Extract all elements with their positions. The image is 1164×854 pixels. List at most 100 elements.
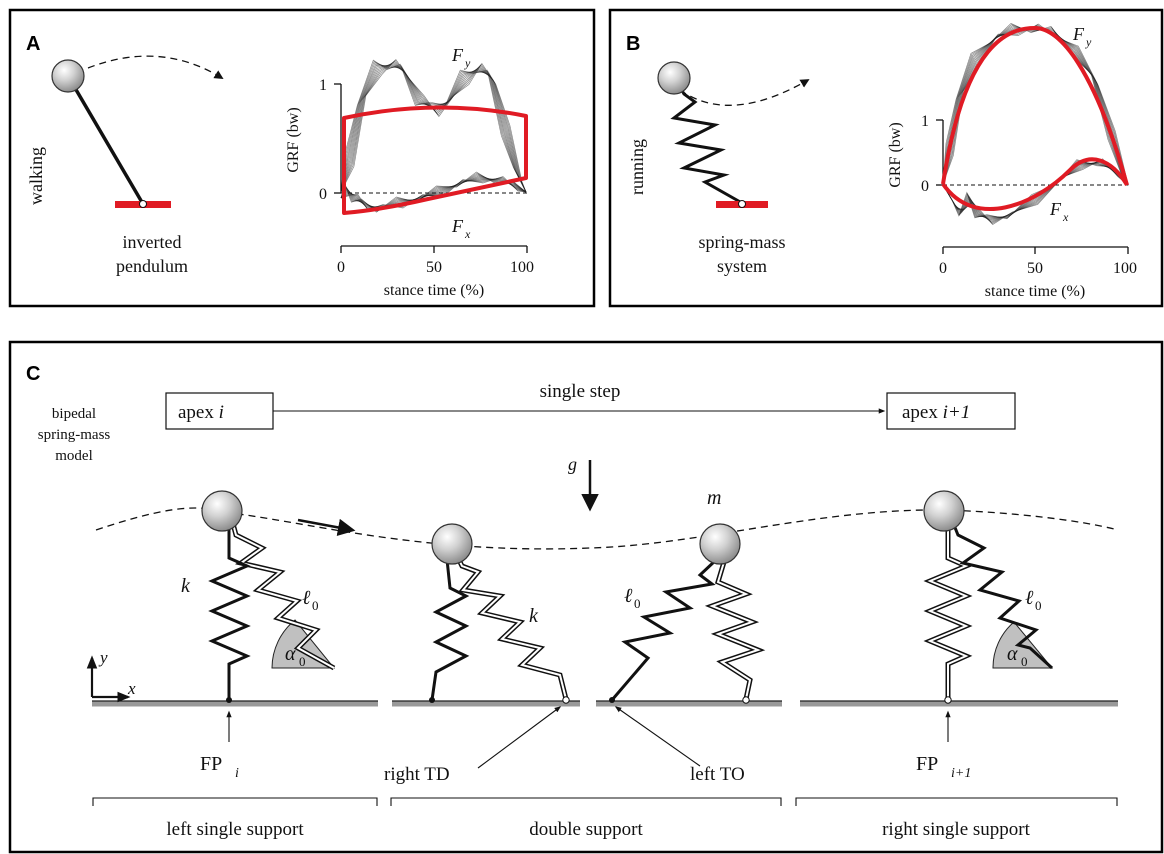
panel-b-x-axis-label: stance time (%)	[985, 283, 1085, 300]
bracket-left-single	[92, 797, 378, 806]
alpha-sub-4: 0	[1021, 654, 1028, 669]
trace-a-foreaft	[340, 177, 527, 209]
right-td-label: right TD	[384, 764, 450, 785]
trailing-leg-2	[430, 549, 470, 701]
phase-touchdown-figure: k right TD	[384, 523, 570, 785]
panel-b-fx-label: F	[1049, 199, 1062, 219]
pendulum-trajectory-arrow	[87, 55, 224, 79]
foot-point-3b	[742, 696, 750, 704]
trace-b-vertical	[942, 24, 1129, 186]
apex-start-label: apex i	[178, 402, 224, 423]
trace-b-foreaft	[942, 161, 1129, 222]
td-leg-inner	[451, 545, 567, 700]
stance-leg-inner-4	[927, 520, 969, 699]
fp-end-sub: i+1	[951, 766, 971, 781]
apex-end-box	[886, 392, 1016, 430]
apex-end-label: apex i+1	[902, 402, 970, 423]
trace-b-foreaft	[942, 161, 1129, 218]
panel-b-fx-sub: x	[1062, 210, 1069, 224]
foot-point-4	[944, 696, 952, 704]
left-to-label: left TO	[690, 764, 745, 785]
rest-length-label-1: ℓ	[302, 587, 311, 609]
panel-a-y-ticklabel-0: 0	[319, 186, 327, 203]
apex-start-box	[165, 392, 274, 430]
panel-b-y-ticklabel-1: 1	[921, 113, 929, 130]
panel-c-letter: C	[26, 363, 40, 385]
panel-a-frame	[8, 8, 596, 308]
springmass-spring-leg	[670, 79, 743, 205]
panel-b-fy-sub: y	[1085, 35, 1092, 49]
single-step-label: single step	[540, 381, 621, 402]
panel-a-fx-label: F	[451, 216, 464, 236]
trace-b-foreaft	[942, 160, 1129, 223]
mass-ball-4	[923, 490, 965, 532]
trace-a-vertical	[340, 59, 527, 193]
trace-b-foreaft	[942, 160, 1129, 219]
rest-length-sub-3: 0	[634, 596, 641, 611]
mass-ball-1	[201, 490, 243, 532]
x-axis-symbol: x	[127, 679, 136, 698]
ground	[92, 700, 1118, 707]
pendulum-mass	[51, 59, 85, 93]
panel-a-x-ticklabel-100: 100	[510, 259, 534, 276]
trace-b-foreaft	[942, 161, 1129, 218]
phase-brackets: left single support double support right…	[92, 797, 1118, 840]
springmass-trajectory-arrow	[679, 79, 810, 106]
panel-a-y-ticklabel-1: 1	[319, 77, 327, 94]
trace-b-foreaft	[942, 159, 1129, 224]
panel-b-fy-label: F	[1072, 24, 1085, 44]
trace-a-foreaft	[340, 178, 527, 208]
alpha-label-1: α	[285, 643, 296, 665]
trace-b-vertical	[942, 23, 1129, 186]
trace-b-vertical	[942, 22, 1129, 186]
pendulum-pivot	[139, 200, 147, 208]
panel-b-y-axis-label: GRF (bw)	[887, 122, 904, 187]
leading-leg-3	[610, 558, 718, 701]
trace-b-foreaft	[942, 159, 1129, 225]
panel-a-x-ticklabel-0: 0	[337, 259, 345, 276]
phase-takeoff-figure: m ℓ 0 left TO	[609, 487, 766, 785]
panel-a-x-axis-label: stance time (%)	[384, 282, 484, 299]
panel-b-x-ticklabel-0: 0	[939, 260, 947, 277]
springmass-pivot	[738, 200, 746, 208]
panel-a: A walking inverted pendulum 1 0 GRF (bw)…	[8, 8, 596, 308]
mass-ball-2	[431, 523, 473, 565]
stiffness-label-2: k	[529, 605, 539, 627]
swing-leg-inner-1	[231, 519, 335, 669]
left-to-arrow	[614, 706, 701, 767]
trace-a-vertical	[340, 61, 527, 193]
phase-right-single-label: right single support	[882, 819, 1030, 840]
panel-c-model-line3: model	[55, 448, 93, 464]
panel-b-gait-label: running	[627, 139, 647, 195]
phase-left-single-support-figure: α 0 k ℓ 0 FP i	[181, 490, 336, 781]
bracket-double	[390, 797, 782, 806]
panel-c-frame	[8, 340, 1164, 854]
trace-b-vertical	[942, 26, 1129, 186]
panel-c: C bipedal spring-mass model apex i apex …	[8, 340, 1164, 854]
panel-a-fy-sub: y	[464, 56, 471, 70]
apex-start-text: apex	[178, 402, 219, 423]
panel-a-fy-label: F	[451, 45, 464, 65]
panel-a-measured-traces	[340, 58, 527, 213]
panel-b-frame	[608, 8, 1164, 308]
panel-b-model-fy-curve	[941, 26, 1129, 186]
swing-leg-4	[950, 519, 1054, 670]
panel-a-y-axis-label: GRF (bw)	[285, 107, 302, 172]
foot-point-1	[226, 697, 232, 703]
panel-b: B running spring-mass system 1 0 GRF (bw…	[608, 8, 1164, 308]
fp-start-label: FP	[200, 753, 222, 775]
right-td-arrow	[477, 706, 562, 769]
panel-a-fx-sub: x	[464, 227, 471, 241]
rest-length-sub-4: 0	[1035, 598, 1042, 613]
springmass-mass	[657, 61, 691, 95]
trace-a-foreaft	[340, 178, 527, 208]
trace-b-foreaft	[942, 161, 1129, 221]
panel-c-model-line2: spring-mass	[38, 427, 111, 443]
alpha-label-4: α	[1007, 643, 1018, 665]
stiffness-label-1: k	[181, 575, 191, 597]
trace-a-vertical	[340, 64, 527, 193]
to-leg-inner	[709, 561, 761, 700]
foot-point-3a	[609, 697, 615, 703]
panel-b-model-fx-curve	[941, 157, 1129, 211]
